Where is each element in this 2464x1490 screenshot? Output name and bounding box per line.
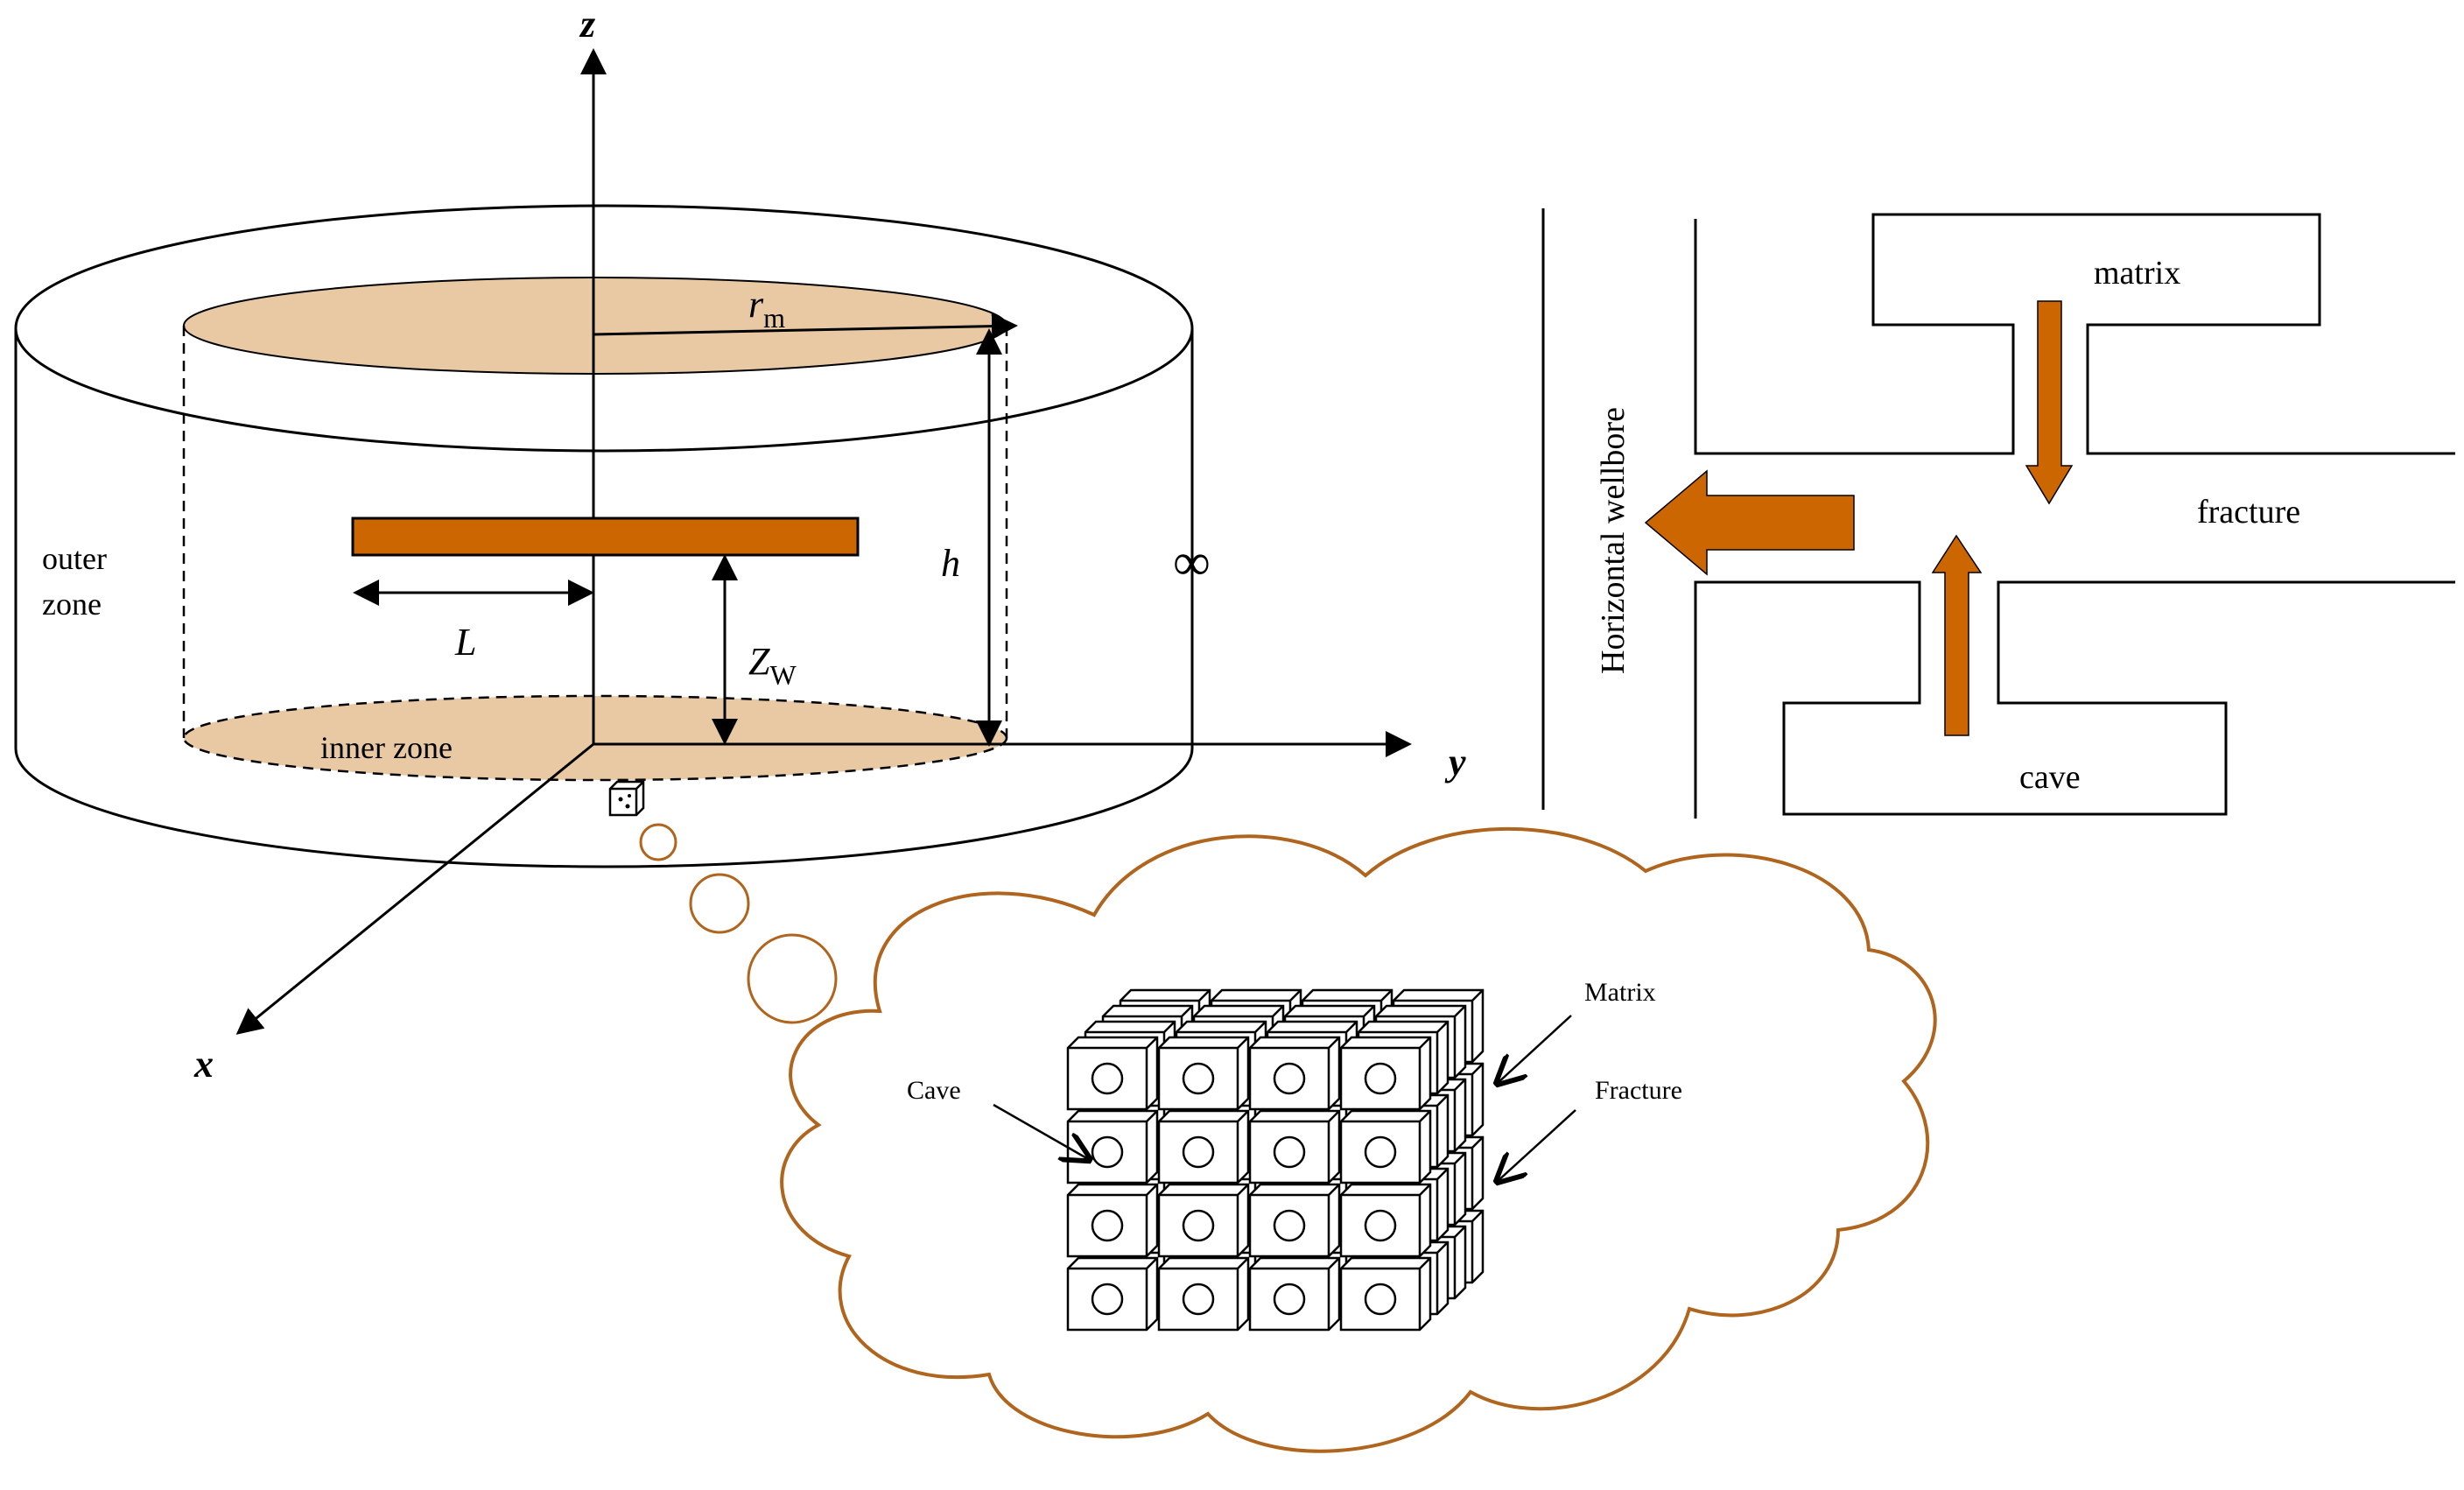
inner-zone-bottom-disk — [182, 694, 1008, 782]
inner-zone-top-disk — [183, 277, 1007, 375]
cloud-matrix-label: Matrix — [1584, 978, 1656, 1007]
element-cube-icon — [608, 780, 645, 817]
thought-bubble-small — [639, 823, 677, 861]
cube-element — [1339, 1183, 1432, 1258]
reservoir-diagram: z y x rm h ∞ L ZW outer zone inner zo — [14, 3, 1466, 1086]
cave-circle — [1273, 1135, 1306, 1169]
cave-circle — [1364, 1209, 1397, 1242]
cave-circle — [1364, 1283, 1397, 1316]
cave-circle — [1273, 1062, 1306, 1095]
cube-element — [1066, 1256, 1159, 1332]
cloud-callout: Matrix Fracture Cave — [780, 826, 1937, 1453]
cloud-fracture-pointer — [1497, 1109, 1576, 1182]
cave-circle — [1182, 1135, 1215, 1169]
cube-element — [1066, 1183, 1159, 1258]
cloud-cave-pointer — [993, 1103, 1090, 1160]
fracture-label: fracture — [2197, 494, 2300, 531]
cave-circle — [1364, 1135, 1397, 1169]
flow-scheme: Horizontal wellbore matrix fracture cave — [1541, 208, 2455, 819]
cave-circle — [1273, 1209, 1306, 1242]
outer-zone-label-line1: outer — [42, 541, 107, 576]
y-axis-label: y — [1444, 741, 1466, 784]
height-label: h — [941, 542, 960, 585]
cube-element — [1066, 1109, 1159, 1184]
cloud-cave-label: Cave — [907, 1076, 961, 1105]
cave-circle — [1091, 1209, 1124, 1242]
infinity-label: ∞ — [1173, 533, 1211, 591]
inner-zone-label: inner zone — [320, 730, 453, 765]
radius-label: rm — [748, 283, 785, 334]
radius-arrow — [593, 313, 1018, 340]
cave-label: cave — [2019, 759, 2081, 796]
cube-element — [1066, 1036, 1159, 1111]
thought-bubble-medium — [689, 873, 750, 934]
cloud-fracture-label: Fracture — [1595, 1076, 1682, 1105]
cube-element — [1248, 1183, 1341, 1258]
wellbore-label: Horizontal wellbore — [1595, 407, 1632, 674]
x-axis — [235, 742, 594, 1035]
horizontal-well — [351, 517, 860, 557]
cube-element — [1157, 1183, 1250, 1258]
z-axis-label: z — [579, 3, 595, 46]
lower-channel-wall — [1694, 580, 2455, 819]
cave-circle — [1091, 1283, 1124, 1316]
cube-element — [1248, 1256, 1341, 1332]
cube-element — [1339, 1036, 1432, 1111]
x-axis-label: x — [193, 1043, 214, 1086]
upper-channel-wall — [1694, 213, 2455, 455]
cube-element — [1157, 1256, 1250, 1332]
cube-element — [1248, 1109, 1341, 1184]
cube-block — [1066, 988, 1485, 1332]
cave-circle — [1091, 1062, 1124, 1095]
cave-circle — [1273, 1283, 1306, 1316]
cube-element — [1339, 1256, 1432, 1332]
cube-element — [1248, 1036, 1341, 1111]
cloud-matrix-pointer — [1497, 1015, 1572, 1084]
matrix-to-fracture-arrow — [2025, 300, 2074, 505]
cave-circle — [1182, 1283, 1215, 1316]
cube-element — [1157, 1036, 1250, 1111]
fracture-to-wellbore-arrow — [1644, 469, 1855, 576]
thought-bubble-large — [747, 933, 838, 1024]
outer-cylinder-bottom — [14, 748, 1194, 868]
well-height-label: ZW — [748, 640, 797, 691]
half-length-label: L — [454, 621, 476, 664]
matrix-label: matrix — [2094, 255, 2180, 292]
cave-circle — [1364, 1062, 1397, 1095]
cube-element — [1157, 1109, 1250, 1184]
cave-circle — [1091, 1135, 1124, 1169]
cave-circle — [1182, 1062, 1215, 1095]
cube-element — [1339, 1109, 1432, 1184]
outer-zone-label-line2: zone — [42, 587, 102, 622]
cave-circle — [1182, 1209, 1215, 1242]
cave-to-fracture-arrow — [1931, 534, 1983, 736]
